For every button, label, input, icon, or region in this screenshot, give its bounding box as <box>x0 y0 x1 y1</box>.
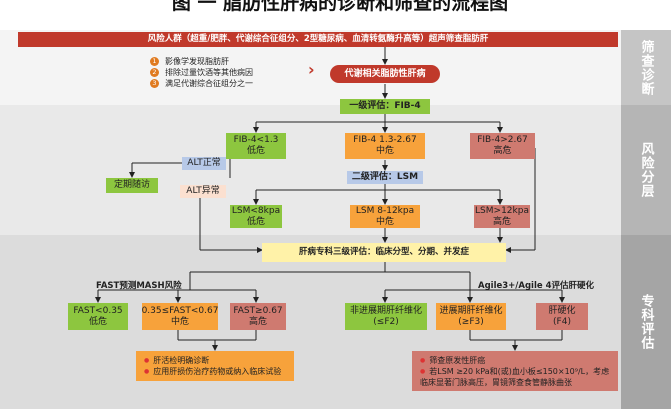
number-badge: 2 <box>150 68 159 77</box>
level1-assessment: 一级评估：FIB-4 <box>340 99 430 114</box>
number-badge: 3 <box>150 79 159 88</box>
tab-specialist: 专科评估 <box>621 235 671 409</box>
regular-followup: 定期随访 <box>106 178 158 193</box>
alt-abnormal: ALT异常 <box>180 185 226 198</box>
fibrosis-non-advanced: 非进展期肝纤维化(≤F2) <box>345 303 427 330</box>
fast-label: FAST预测MASH风险 <box>96 281 182 291</box>
cirrhosis-actions-list: 筛查原发性肝癌 若LSM ≥20 kPa和(或)血小板≤150×10⁹/L，考虑… <box>420 355 614 388</box>
tab-screening: 筛查诊断 <box>621 30 671 105</box>
fast-actions: 肝活检明确诊断 应用肝损伤治疗药物或纳入临床试验 <box>136 351 294 381</box>
mafld-diagnosis: 代谢相关脂肪性肝病 <box>330 65 440 83</box>
arrow-right-icon: › <box>308 60 315 79</box>
cirrhosis-actions: 筛查原发性肝癌 若LSM ≥20 kPa和(或)血小板≤150×10⁹/L，考虑… <box>412 351 618 391</box>
number-badge: 1 <box>150 57 159 66</box>
alt-normal: ALT正常 <box>182 157 226 170</box>
figure-title: 图 一 脂肪性肝病的诊断和筛查的流程图 <box>171 0 509 14</box>
level2-assessment: 二级评估：LSM <box>347 171 423 184</box>
fibrosis-advanced: 进展期肝纤维化(≥F3) <box>436 303 506 330</box>
level3-assessment: 肝病专科三级评估：临床分型、分期、并发症 <box>262 243 506 262</box>
fast-actions-list: 肝活检明确诊断 应用肝损伤治疗药物或纳入临床试验 <box>144 355 281 377</box>
agile-label: Agile3+/Agile 4评估肝硬化 <box>478 281 595 291</box>
risk-population-banner: 风险人群（超重/肥胖、代谢综合征组分、2型糖尿病、血清转氨酶升高等）超声筛查脂肪… <box>18 32 618 47</box>
tab-risk: 风险分层 <box>621 105 671 235</box>
cirrhosis: 肝硬化(F4) <box>536 303 588 330</box>
